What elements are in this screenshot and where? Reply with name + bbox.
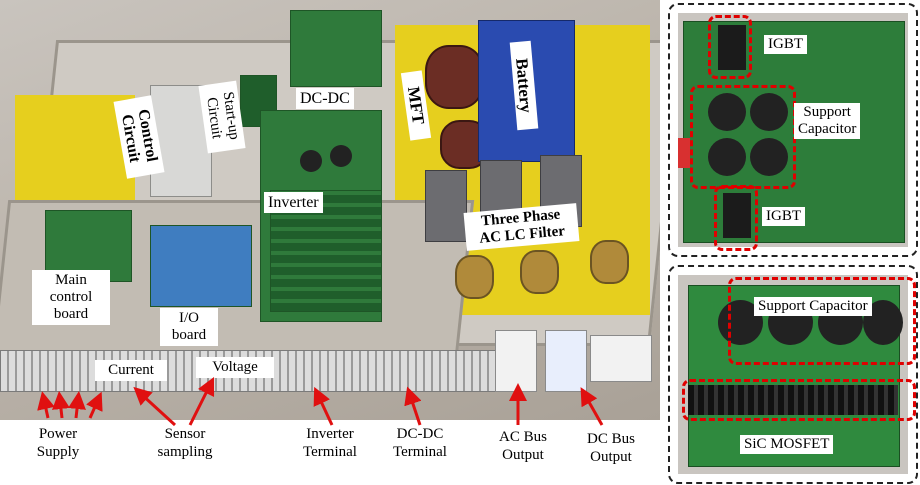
io-board bbox=[150, 225, 252, 307]
ac-bus-line1: AC Bus bbox=[499, 429, 547, 445]
dc-bus-breaker bbox=[545, 330, 587, 392]
support-capacitor-line1: Support bbox=[803, 104, 851, 120]
power-supply-line2: Supply bbox=[36, 444, 80, 460]
support-capacitor-1 bbox=[708, 93, 746, 131]
main-control-line3: board bbox=[53, 306, 89, 322]
ac-bus-breaker bbox=[495, 330, 537, 392]
inverter-terminal-line1: Inverter bbox=[306, 426, 354, 442]
sic-mosfet-panel: Support Capacitor SiC MOSFET bbox=[668, 265, 918, 484]
dcdc-terminal-line1: DC-DC bbox=[396, 426, 444, 442]
power-supply-line1: Power bbox=[38, 426, 78, 442]
support-capacitor-highlight bbox=[690, 85, 796, 189]
dcdc-terminal-caption: DC-DC Terminal bbox=[380, 425, 460, 461]
io-board-label: I/O board bbox=[160, 308, 218, 346]
io-board-line2: board bbox=[171, 327, 207, 343]
dcdc-terminal-line2: Terminal bbox=[393, 444, 447, 460]
igbt-bottom-highlight bbox=[714, 185, 758, 251]
igbt-inverter-panel: IGBT Support Capacitor IGBT bbox=[668, 3, 918, 257]
inverter-label: Inverter bbox=[264, 192, 323, 213]
support-capacitor-3 bbox=[708, 138, 746, 176]
igbt-module-top bbox=[718, 25, 746, 70]
support-capacitor-line2: Capacitor bbox=[798, 121, 857, 137]
inverter-terminal-caption: Inverter Terminal bbox=[290, 425, 370, 461]
ac-bus-line2: Output bbox=[502, 447, 544, 463]
dcdc-label: DC-DC bbox=[296, 88, 354, 109]
inverter-capacitor bbox=[300, 150, 322, 172]
dc-bus-line1: DC Bus bbox=[587, 431, 635, 447]
filter-inductor bbox=[425, 170, 467, 242]
igbt-module-bottom bbox=[723, 193, 751, 238]
main-control-line2: control bbox=[49, 289, 93, 305]
support-capacitor-4 bbox=[750, 138, 788, 176]
dc-bus-output-caption: DC Bus Output bbox=[576, 430, 646, 466]
power-supply-caption: Power Supply bbox=[18, 425, 98, 461]
filter-capacitor bbox=[590, 240, 629, 284]
filter-capacitor bbox=[520, 250, 559, 294]
sic-support-capacitor-label: Support Capacitor bbox=[754, 297, 872, 316]
dc-bus-line2: Output bbox=[590, 449, 632, 465]
support-capacitor-2 bbox=[750, 93, 788, 131]
sic-capacitor-highlight bbox=[728, 277, 916, 365]
igbt-top-highlight bbox=[708, 15, 752, 79]
sensor-sampling-line1: Sensor bbox=[164, 426, 206, 442]
support-capacitor-label-top: Support Capacitor bbox=[794, 103, 861, 139]
mft-coil bbox=[425, 45, 484, 109]
ac-bus-output-caption: AC Bus Output bbox=[488, 428, 558, 464]
inverter-capacitor bbox=[330, 145, 352, 167]
voltage-label: Voltage bbox=[196, 357, 274, 378]
igbt-top-label: IGBT bbox=[764, 35, 807, 54]
sic-mosfet-label: SiC MOSFET bbox=[740, 435, 834, 454]
red-connector bbox=[678, 138, 690, 168]
dcdc-board-stack bbox=[290, 10, 382, 87]
main-control-board-label: Main control board bbox=[32, 270, 110, 325]
filter-capacitor bbox=[455, 255, 494, 299]
inverter-terminal-line2: Terminal bbox=[303, 444, 357, 460]
sensor-sampling-caption: Sensor sampling bbox=[140, 425, 230, 461]
sic-mosfet-highlight bbox=[682, 379, 916, 421]
terminal-block bbox=[590, 335, 652, 382]
io-board-line1: I/O bbox=[179, 310, 199, 326]
main-control-line1: Main bbox=[55, 272, 87, 288]
sensor-sampling-line2: sampling bbox=[157, 444, 213, 460]
sic-heatsink bbox=[688, 385, 898, 415]
current-label: Current bbox=[95, 360, 167, 381]
igbt-bottom-label: IGBT bbox=[762, 207, 805, 226]
